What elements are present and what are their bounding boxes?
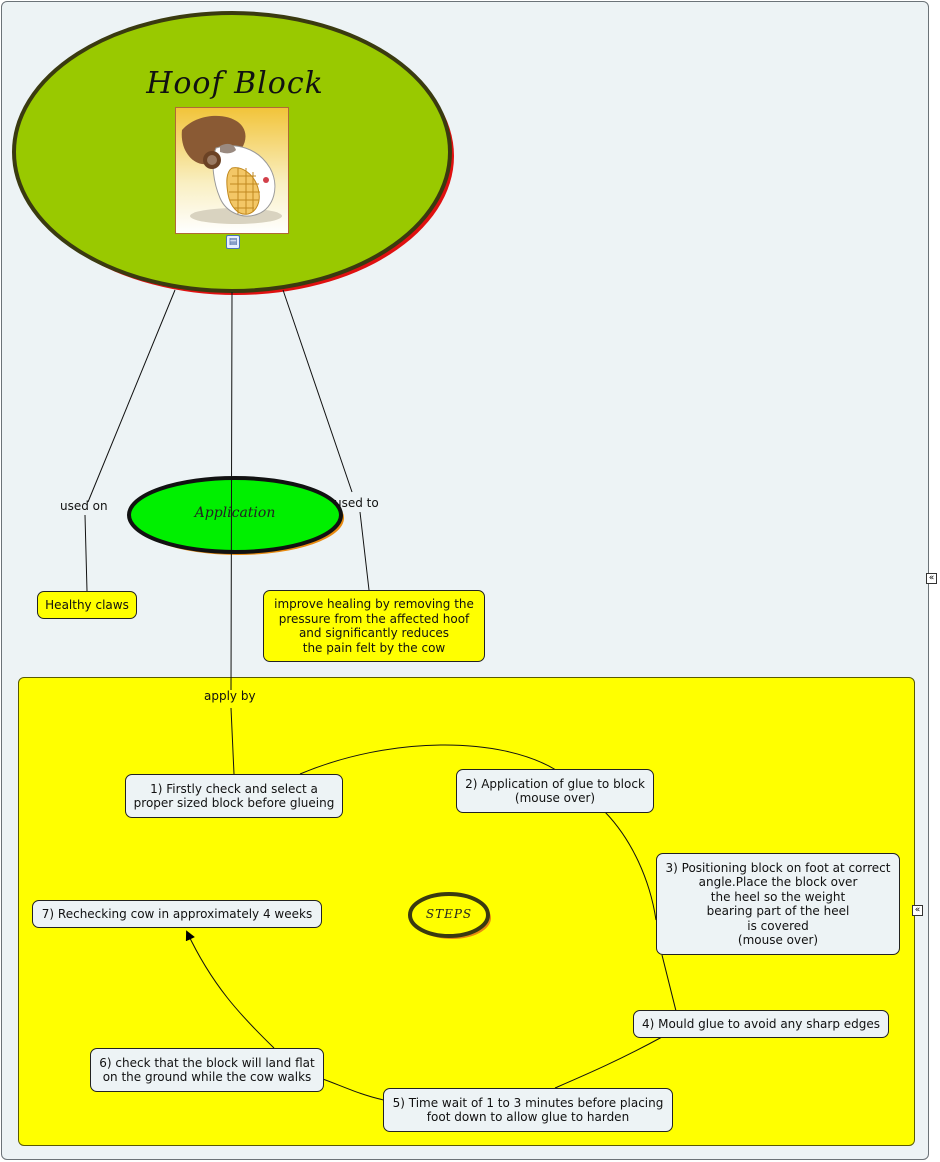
link-step4-step5	[554, 1036, 663, 1089]
map-title: Hoof Block	[146, 66, 324, 101]
link-label-used-on: used on	[60, 499, 108, 513]
step-5[interactable]: 5) Time wait of 1 to 3 minutes before pl…	[383, 1088, 673, 1132]
double-chevron-left-icon[interactable]: «	[912, 905, 923, 916]
link-used-on	[84, 289, 176, 592]
step-1[interactable]: 1) Firstly check and select a proper siz…	[125, 774, 343, 818]
step-6[interactable]: 6) check that the block will land flat o…	[90, 1048, 324, 1092]
link-apply-by	[230, 291, 235, 775]
double-chevron-left-icon[interactable]: «	[926, 573, 937, 584]
link-used-to	[282, 289, 370, 591]
step-4[interactable]: 4) Mould glue to avoid any sharp edges	[633, 1010, 889, 1038]
link-label-apply-by: apply by	[204, 689, 256, 703]
link-step3-step4	[661, 954, 677, 1012]
link-step5-step6	[319, 1077, 385, 1101]
link-step1-step2	[299, 744, 557, 775]
hoof-block-image[interactable]	[175, 107, 289, 234]
application-oval[interactable]	[127, 476, 343, 554]
steps-oval[interactable]	[408, 892, 490, 938]
application-label: Application	[194, 505, 276, 521]
steps-label: STEPS	[425, 907, 473, 921]
link-label-used-to: used to	[334, 496, 379, 510]
link-step6-step7	[185, 930, 275, 1049]
document-icon[interactable]: ▤	[226, 235, 240, 249]
step-3[interactable]: 3) Positioning block on foot at correct …	[656, 853, 900, 955]
concept-healthy-claws[interactable]: Healthy claws	[37, 591, 137, 619]
link-step2-step3	[604, 811, 657, 921]
step-7[interactable]: 7) Rechecking cow in approximately 4 wee…	[32, 900, 322, 928]
concept-improve-healing[interactable]: improve healing by removing the pressure…	[263, 590, 485, 662]
step-2[interactable]: 2) Application of glue to block (mouse o…	[456, 769, 654, 813]
